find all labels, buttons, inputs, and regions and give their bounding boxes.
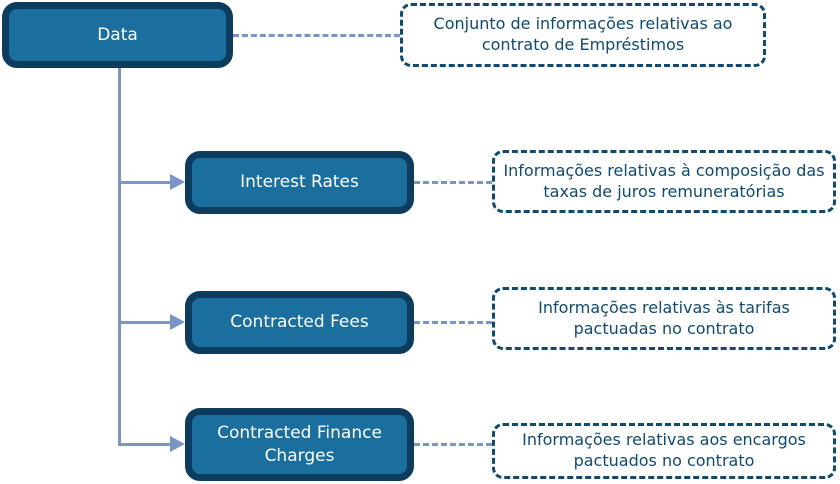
note-contracted-fees-text: Informações relativas às tarifas pactuad… <box>538 297 790 338</box>
connector-interest-rates-note <box>414 181 492 184</box>
note-interest-rates-text: Informações relativas à composição das t… <box>503 160 825 201</box>
node-finance-charges-label: Contracted Finance Charges <box>217 422 382 466</box>
connector-stem <box>118 68 121 446</box>
connector-contracted-fees-note <box>414 321 492 324</box>
note-finance-charges: Informações relativas aos encargos pactu… <box>492 423 836 479</box>
node-contracted-fees: Contracted Fees <box>185 291 414 354</box>
node-data-label: Data <box>97 24 138 45</box>
connector-branch-finance-charges <box>118 443 171 446</box>
node-finance-charges: Contracted Finance Charges <box>185 408 414 481</box>
node-interest-rates: Interest Rates <box>185 151 414 214</box>
arrow-right-icon <box>170 436 185 452</box>
connector-branch-interest-rates <box>118 181 171 184</box>
note-data-text: Conjunto de informações relativas ao con… <box>433 14 733 54</box>
connector-finance-charges-note <box>414 443 492 446</box>
arrow-right-icon <box>170 314 185 330</box>
node-data: Data <box>2 2 233 68</box>
note-finance-charges-text: Informações relativas aos encargos pactu… <box>522 430 806 470</box>
node-interest-rates-label: Interest Rates <box>240 172 359 193</box>
connector-branch-contracted-fees <box>118 321 171 324</box>
arrow-right-icon <box>170 174 185 190</box>
note-data: Conjunto de informações relativas ao con… <box>400 3 766 67</box>
note-interest-rates: Informações relativas à composição das t… <box>492 150 836 213</box>
node-contracted-fees-label: Contracted Fees <box>230 312 369 333</box>
connector-data-note <box>233 34 400 37</box>
note-contracted-fees: Informações relativas às tarifas pactuad… <box>492 287 836 350</box>
